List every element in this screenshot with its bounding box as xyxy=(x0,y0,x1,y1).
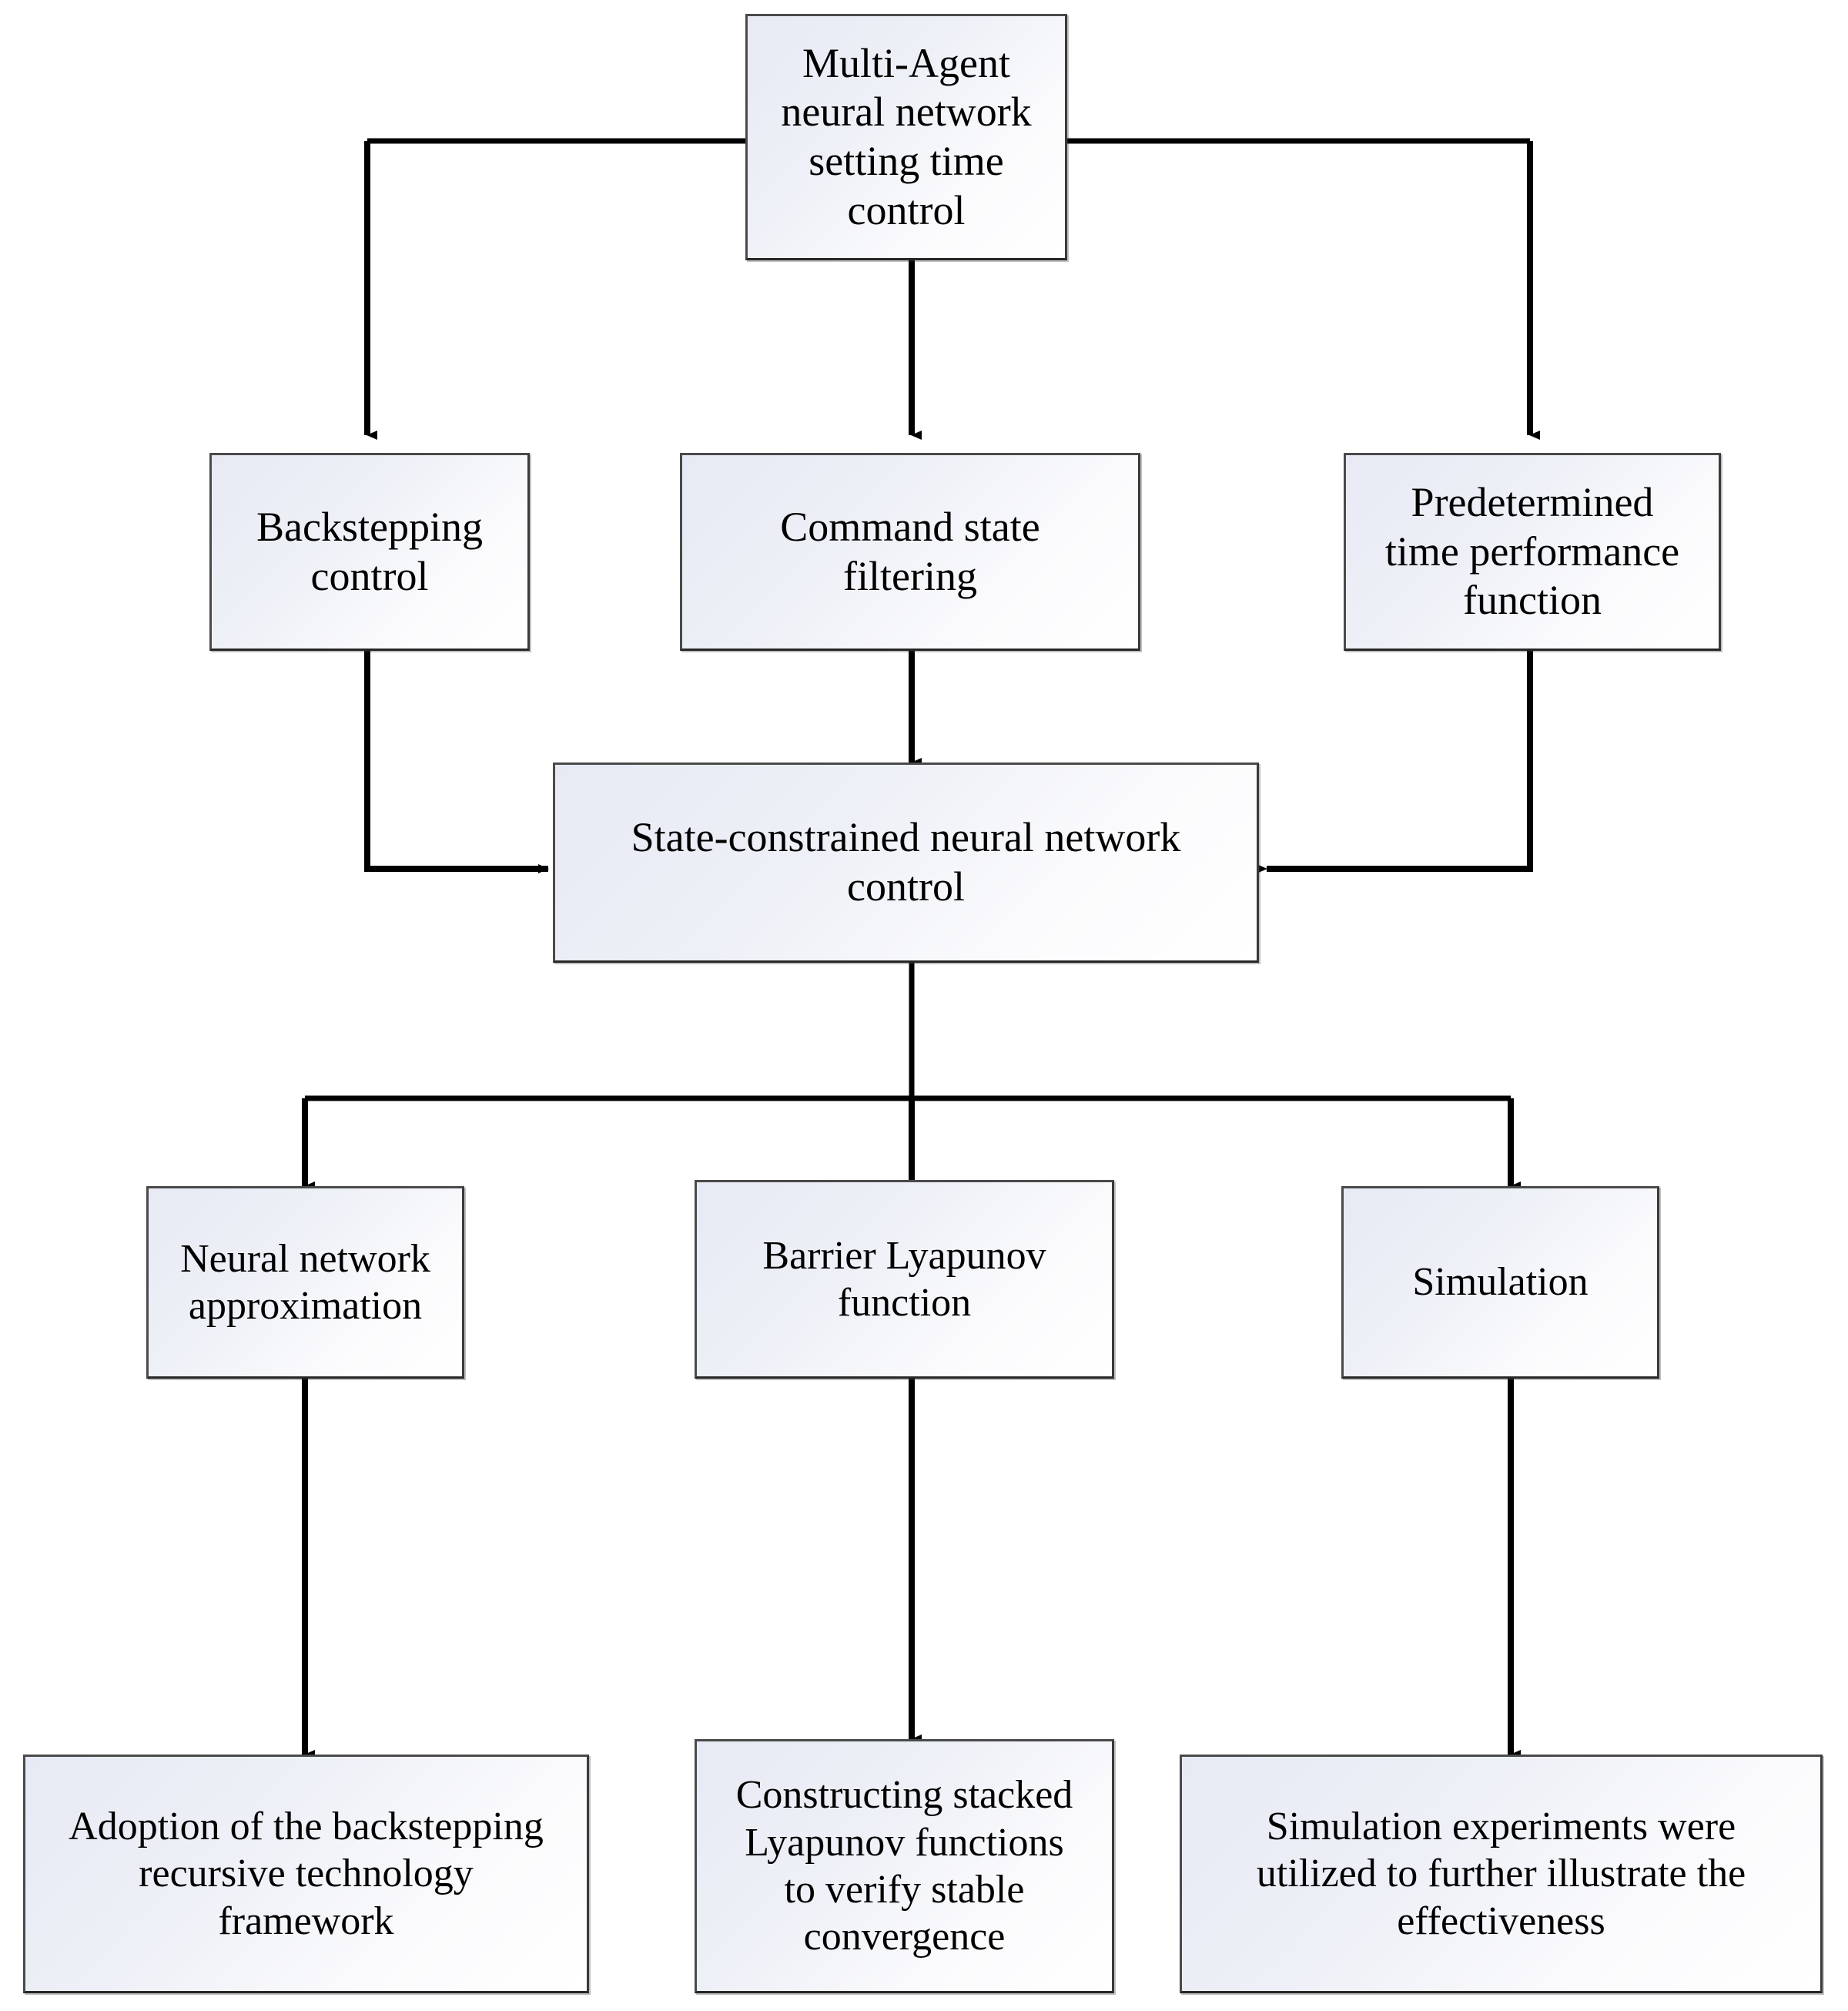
node-label: Predetermined time performance function xyxy=(1384,478,1680,624)
node-barrier-lyapunov-function[interactable]: Barrier Lyapunov function xyxy=(695,1180,1114,1379)
node-label: State-constrained neural network control xyxy=(631,814,1181,910)
node-label: Neural network approximation xyxy=(180,1236,430,1328)
edge-backstepping-control-to-state-constrained-control xyxy=(364,651,549,873)
edge-predetermined-time-performance-function-to-state-constrained-control xyxy=(1257,651,1533,873)
node-label: Simulation xyxy=(1412,1260,1589,1305)
node-label: Simulation experiments were utilized to … xyxy=(1256,1804,1746,1943)
node-backstepping-control[interactable]: Backstepping control xyxy=(209,453,530,651)
node-simulation[interactable]: Simulation xyxy=(1341,1186,1659,1379)
node-label: Backstepping control xyxy=(256,503,483,599)
node-label: Constructing stacked Lyapunov functions … xyxy=(735,1773,1073,1959)
node-label: Barrier Lyapunov function xyxy=(762,1233,1046,1325)
node-adoption-of-backstepping-recursive-technology-framework[interactable]: Adoption of the backstepping recursive t… xyxy=(23,1755,589,1993)
node-neural-network-approximation[interactable]: Neural network approximation xyxy=(146,1186,464,1379)
node-state-constrained-neural-network-control[interactable]: State-constrained neural network control xyxy=(553,763,1259,963)
node-constructing-stacked-lyapunov-functions[interactable]: Constructing stacked Lyapunov functions … xyxy=(695,1739,1114,1993)
node-command-state-filtering[interactable]: Command state filtering xyxy=(680,453,1140,651)
node-label: Command state filtering xyxy=(780,503,1040,599)
node-simulation-experiments-effectiveness[interactable]: Simulation experiments were utilized to … xyxy=(1180,1755,1823,1993)
node-label: Adoption of the backstepping recursive t… xyxy=(69,1804,544,1943)
node-multi-agent-setting-time-control[interactable]: Multi-Agent neural network setting time … xyxy=(745,14,1067,260)
node-label: Multi-Agent neural network setting time … xyxy=(781,39,1032,233)
node-predetermined-time-performance-function[interactable]: Predetermined time performance function xyxy=(1344,453,1721,651)
